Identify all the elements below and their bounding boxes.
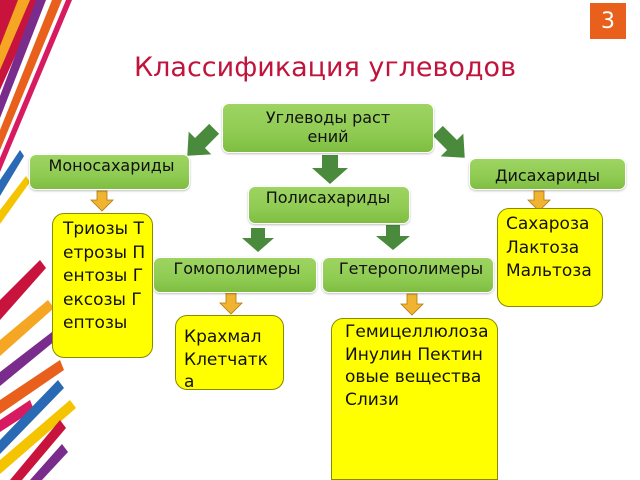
list-homo-types-text: Крахмал Клетчатка xyxy=(184,327,268,392)
arrow-mono-to-list xyxy=(90,190,114,212)
list-mono-types-text: Триозы Тетрозы Пентозы Гексозы Гептозы xyxy=(63,219,146,333)
list-hetero-types-text: Гемицеллюлоза Инулин Пектиновые вещества… xyxy=(345,322,489,410)
arrow-poly-to-hetero xyxy=(376,225,410,250)
list-di-types: Сахароза Лактоза Мальтоза xyxy=(497,208,603,307)
node-homo: Гомополимеры xyxy=(153,257,317,293)
stripes-bottom-left xyxy=(0,260,76,480)
arrow-hetero-to-list xyxy=(400,293,424,316)
list-hetero-types: Гемицеллюлоза Инулин Пектиновые вещества… xyxy=(331,318,498,480)
arrow-root-to-di xyxy=(432,125,465,158)
node-mono-label: Моносахариды xyxy=(48,156,175,175)
node-poly-label: Полисахариды xyxy=(265,188,391,207)
arrow-homo-to-list xyxy=(219,292,243,315)
slide-title: Классификация углеводов xyxy=(133,52,516,83)
node-hetero: Гетерополимеры xyxy=(322,257,494,293)
node-di: Дисахариды xyxy=(469,158,626,190)
slide-number-badge: 3 xyxy=(590,3,626,39)
node-mono: Моносахариды xyxy=(29,154,190,190)
node-hetero-label: Гетерополимеры xyxy=(338,259,484,278)
stripes-top-left xyxy=(0,0,72,224)
list-homo-types: Крахмал Клетчатка xyxy=(175,315,284,392)
node-di-label: Дисахариды xyxy=(494,166,601,185)
list-mono-types: Триозы Тетрозы Пентозы Гексозы Гептозы xyxy=(52,213,153,358)
node-poly: Полисахариды xyxy=(248,186,410,224)
node-root: Углеводы растений xyxy=(222,103,434,153)
node-root-label: Углеводы растений xyxy=(265,108,391,146)
list-di-types-text: Сахароза Лактоза Мальтоза xyxy=(506,214,592,281)
node-homo-label: Гомополимеры xyxy=(173,259,301,278)
arrow-root-to-poly xyxy=(312,155,348,184)
arrow-poly-to-homo xyxy=(242,228,274,252)
arrow-root-to-mono xyxy=(187,123,220,156)
arrow-di-to-list xyxy=(527,190,551,212)
